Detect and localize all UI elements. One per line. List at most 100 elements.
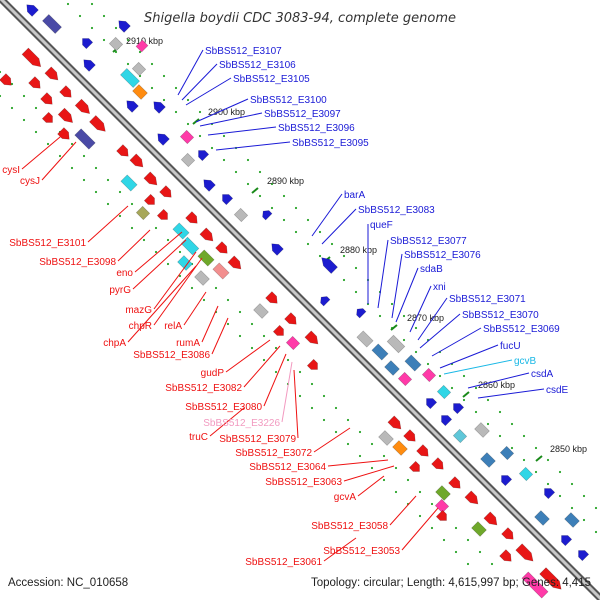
lane-dot <box>82 178 86 182</box>
reverse-gene <box>321 257 338 274</box>
lane-dot <box>486 398 490 402</box>
forward-gene-shape <box>74 128 96 150</box>
forward-gene <box>135 205 151 221</box>
lane-dot <box>498 434 502 438</box>
lower-gene-label: SbBS512_E3086 <box>133 350 210 361</box>
forward-gene-shape <box>304 330 319 345</box>
upper-gene-label: SbBS512_E3077 <box>390 236 467 247</box>
upper-label-leader <box>443 359 513 375</box>
forward-gene <box>180 236 200 256</box>
lane-dot <box>306 242 310 246</box>
lane-dot <box>90 2 94 6</box>
forward-gene-shape <box>135 205 151 221</box>
forward-gene <box>227 255 242 270</box>
forward-gene <box>129 153 144 168</box>
forward-gene <box>304 330 319 345</box>
forward-gene-shape <box>197 249 215 267</box>
forward-gene-shape <box>392 440 408 456</box>
lane-dot <box>174 110 178 114</box>
lane-dot <box>214 286 218 290</box>
forward-gene-shape <box>215 241 228 254</box>
lane-dot <box>342 254 346 258</box>
forward-gene-shape <box>199 227 214 242</box>
lane-dot <box>390 302 394 306</box>
forward-gene <box>28 76 41 89</box>
forward-gene <box>448 476 461 489</box>
reverse-gene <box>404 354 422 372</box>
reverse-gene-shape <box>371 343 389 361</box>
reverse-gene-shape <box>83 59 96 72</box>
reverse-gene <box>499 445 515 461</box>
lane-dot <box>558 470 562 474</box>
lane-dot <box>534 446 538 450</box>
lane-dot <box>226 322 230 326</box>
lower-label-leader <box>87 205 129 243</box>
forward-gene <box>499 549 512 562</box>
forward-gene <box>215 241 228 254</box>
forward-gene-shape <box>194 270 210 286</box>
reverse-gene-shape <box>321 257 338 274</box>
reverse-gene <box>131 61 147 77</box>
upper-gene-label: SbBS512_E3071 <box>449 294 526 305</box>
lane-dot <box>198 134 202 138</box>
lane-dot <box>294 206 298 210</box>
upper-label-leader <box>199 112 263 127</box>
forward-gene <box>515 543 534 562</box>
lane-dot <box>126 62 130 66</box>
reverse-gene <box>82 38 94 50</box>
forward-gene-shape <box>74 98 91 115</box>
reverse-gene-shape <box>26 4 39 17</box>
lower-gene-label: relA <box>164 321 182 332</box>
upper-label-leader <box>321 208 357 245</box>
lane-dot <box>102 38 106 42</box>
lane-dot <box>286 358 290 362</box>
reverse-gene-shape <box>356 330 374 348</box>
reverse-gene-shape <box>421 367 437 383</box>
lane-dot <box>262 334 266 338</box>
lower-gene-label: mazG <box>125 305 152 316</box>
lane-dot <box>294 230 298 234</box>
forward-gene-shape <box>44 66 59 81</box>
lane-dot <box>382 478 386 482</box>
lane-dot <box>282 218 286 222</box>
reverse-gene-shape <box>436 384 452 400</box>
upper-gene-label: SbBS512_E3106 <box>219 60 296 71</box>
reverse-gene-shape <box>42 14 62 34</box>
map-title: Shigella boydii CDC 3083-94, complete ge… <box>144 11 456 26</box>
lane-dot <box>342 278 346 282</box>
forward-gene-shape <box>212 262 230 280</box>
reverse-gene-shape <box>564 512 580 528</box>
upper-label-leader <box>439 344 499 369</box>
upper-label-leader <box>391 253 403 319</box>
upper-gene-label: xni <box>433 282 446 293</box>
lane-dot <box>570 506 574 510</box>
lower-label-leader <box>211 317 229 355</box>
reverse-gene-shape <box>82 38 94 50</box>
upper-label-leader <box>467 372 530 389</box>
forward-gene <box>143 171 158 186</box>
forward-gene <box>197 249 215 267</box>
kbp-tick-label: 2890 kbp <box>267 176 304 186</box>
reverse-gene <box>480 452 496 468</box>
forward-gene <box>199 227 214 242</box>
lane-dot <box>178 274 182 278</box>
reverse-gene-shape <box>356 308 367 319</box>
forward-gene-shape <box>515 543 534 562</box>
lane-dot <box>130 202 134 206</box>
reverse-gene <box>135 39 149 53</box>
lane-dot <box>166 238 170 242</box>
forward-gene-shape <box>448 476 461 489</box>
lower-label-leader <box>389 495 417 526</box>
forward-gene-shape <box>41 111 53 123</box>
reverse-gene-shape <box>452 428 468 444</box>
reverse-gene <box>371 343 389 361</box>
forward-gene <box>156 208 168 220</box>
lane-dot <box>282 194 286 198</box>
lane-dot <box>450 386 454 390</box>
reverse-gene-shape <box>320 296 331 307</box>
lane-dot <box>90 26 94 30</box>
reverse-gene-shape <box>271 243 284 256</box>
upper-gene-label: csdE <box>546 385 569 396</box>
lane-dot <box>190 286 194 290</box>
